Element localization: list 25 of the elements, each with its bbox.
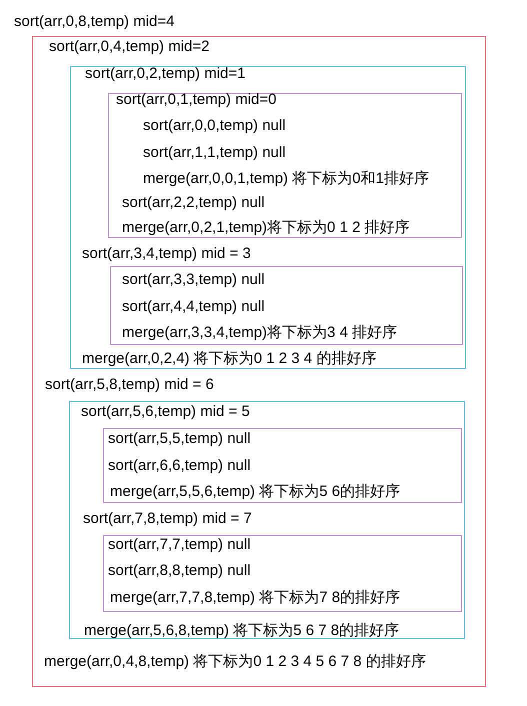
code-line: sort(arr,3,3,temp) null bbox=[122, 271, 265, 289]
code-line: merge(arr,0,2,1,temp)将下标为0 1 2 排好序 bbox=[122, 219, 410, 237]
code-line: merge(arr,5,5,6,temp) 将下标为5 6的排好序 bbox=[110, 483, 400, 501]
code-line: sort(arr,5,6,temp) mid = 5 bbox=[81, 403, 250, 421]
code-line: merge(arr,0,2,4) 将下标为0 1 2 3 4 的排好序 bbox=[82, 350, 376, 368]
code-line: sort(arr,3,4,temp) mid = 3 bbox=[82, 245, 251, 263]
code-line: sort(arr,5,8,temp) mid = 6 bbox=[45, 376, 214, 394]
code-line: sort(arr,7,7,temp) null bbox=[108, 536, 251, 554]
code-line: sort(arr,0,1,temp) mid=0 bbox=[116, 91, 276, 109]
code-line: sort(arr,0,2,temp) mid=1 bbox=[85, 65, 246, 83]
code-line: sort(arr,6,6,temp) null bbox=[108, 457, 251, 475]
code-line: sort(arr,4,4,temp) null bbox=[122, 298, 265, 316]
code-line: sort(arr,0,8,temp) mid=4 bbox=[14, 13, 174, 31]
code-line: sort(arr,8,8,temp) null bbox=[108, 562, 251, 580]
code-line: merge(arr,3,3,4,temp)将下标为3 4 排好序 bbox=[122, 324, 398, 342]
code-line: sort(arr,7,8,temp) mid = 7 bbox=[83, 510, 252, 528]
code-line: sort(arr,2,2,temp) null bbox=[122, 194, 265, 212]
code-line: merge(arr,0,4,8,temp) 将下标为0 1 2 3 4 5 6 7 8 的排好序 bbox=[44, 653, 426, 671]
code-line: sort(arr,5,5,temp) null bbox=[108, 430, 251, 448]
code-line: merge(arr,0,0,1,temp) 将下标为0和1排好序 bbox=[143, 170, 429, 188]
code-line: merge(arr,5,6,8,temp) 将下标为5 6 7 8的排好序 bbox=[84, 622, 400, 640]
code-line: sort(arr,0,4,temp) mid=2 bbox=[49, 38, 210, 56]
code-line: sort(arr,1,1,temp) null bbox=[143, 144, 286, 162]
code-line: merge(arr,7,7,8,temp) 将下标为7 8的排好序 bbox=[110, 589, 400, 607]
code-line: sort(arr,0,0,temp) null bbox=[143, 117, 286, 135]
